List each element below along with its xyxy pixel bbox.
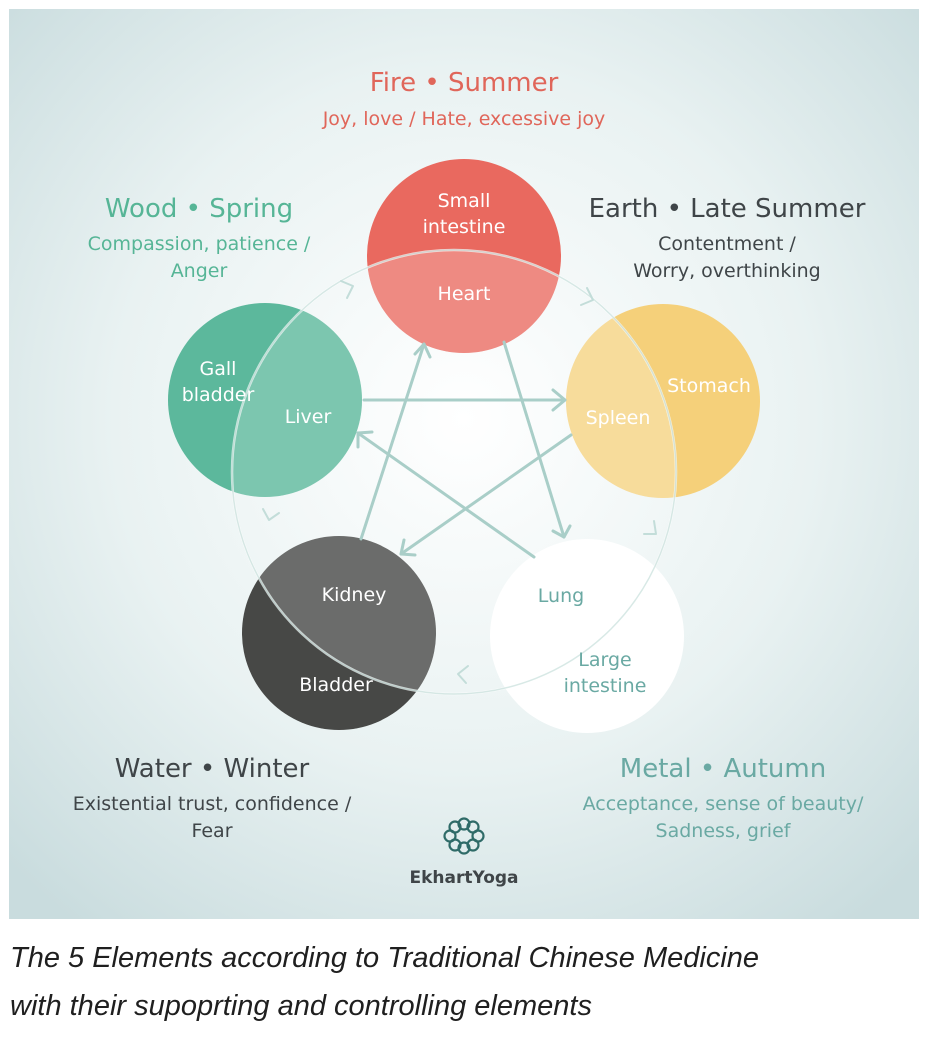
arrow-fire-to-metal (502, 340, 572, 539)
ekhartyoga-logo-icon (443, 817, 485, 855)
earth-circle (566, 304, 760, 498)
brand-name: EkhartYoga (409, 868, 518, 888)
organ-label-bladder: bladder (182, 384, 255, 406)
organ-label-lung: Lung (538, 585, 584, 607)
organ-label-stomach: Stomach (667, 375, 751, 397)
cycle-arrow-icon (340, 280, 354, 299)
wood-title: Wood • Spring (105, 194, 293, 224)
organ-label-intestine: intestine (423, 216, 506, 238)
organ-label-spleen: Spleen (586, 407, 651, 429)
wood-circle (168, 303, 362, 497)
organ-label-small: Small (438, 190, 491, 212)
metal-title: Metal • Autumn (620, 754, 826, 784)
cycle-arrow-icon (580, 287, 594, 306)
organ-label-heart: Heart (438, 283, 491, 305)
supporting-cycle-ring-inner (231, 249, 677, 695)
water-circle (242, 536, 436, 730)
earth-emotions-line2: Worry, overthinking (633, 260, 820, 282)
cycle-arrow-icon (643, 520, 657, 535)
metal-circle (490, 539, 684, 733)
organ-label-bladder: Bladder (299, 674, 373, 696)
water-emotions-line1: Existential trust, confidence / (73, 793, 352, 815)
fire-emotions: Joy, love / Hate, excessive joy (322, 108, 606, 130)
earth-title: Earth • Late Summer (589, 194, 866, 224)
organ-label-large: Large (578, 649, 631, 671)
caption-line-1: The 5 Elements according to Traditional … (10, 942, 760, 974)
metal-emotions-line1: Acceptance, sense of beauty/ (583, 793, 864, 815)
caption-line-2: with their supoprting and controlling el… (10, 990, 592, 1022)
water-title: Water • Winter (115, 754, 310, 784)
earth-emotions-line1: Contentment / (658, 233, 796, 255)
arrow-wood-to-earth (362, 388, 567, 412)
cycle-arrow-icon (262, 508, 280, 521)
arrow-earth-to-water (399, 433, 573, 557)
organ-label-kidney: Kidney (322, 584, 387, 606)
figure-caption: The 5 Elements according to Traditional … (10, 934, 910, 1030)
organ-label-liver: Liver (285, 406, 332, 428)
fire-circle (367, 159, 561, 353)
five-elements-diagram: Small intestine Heart Stomach Spleen Gal… (9, 9, 919, 919)
supporting-cycle-ring (230, 248, 678, 696)
cycle-arrow-icon (457, 665, 469, 684)
metal-emotions-line2: Sadness, grief (656, 820, 792, 842)
arrow-water-to-fire (359, 342, 432, 541)
fire-title: Fire • Summer (370, 68, 559, 98)
organ-label-gall: Gall (200, 358, 237, 380)
wood-emotions-line2: Anger (171, 260, 228, 282)
organ-label-intestine: intestine (564, 675, 647, 697)
water-emotions-line2: Fear (191, 820, 232, 842)
wood-emotions-line1: Compassion, patience / (88, 233, 311, 255)
